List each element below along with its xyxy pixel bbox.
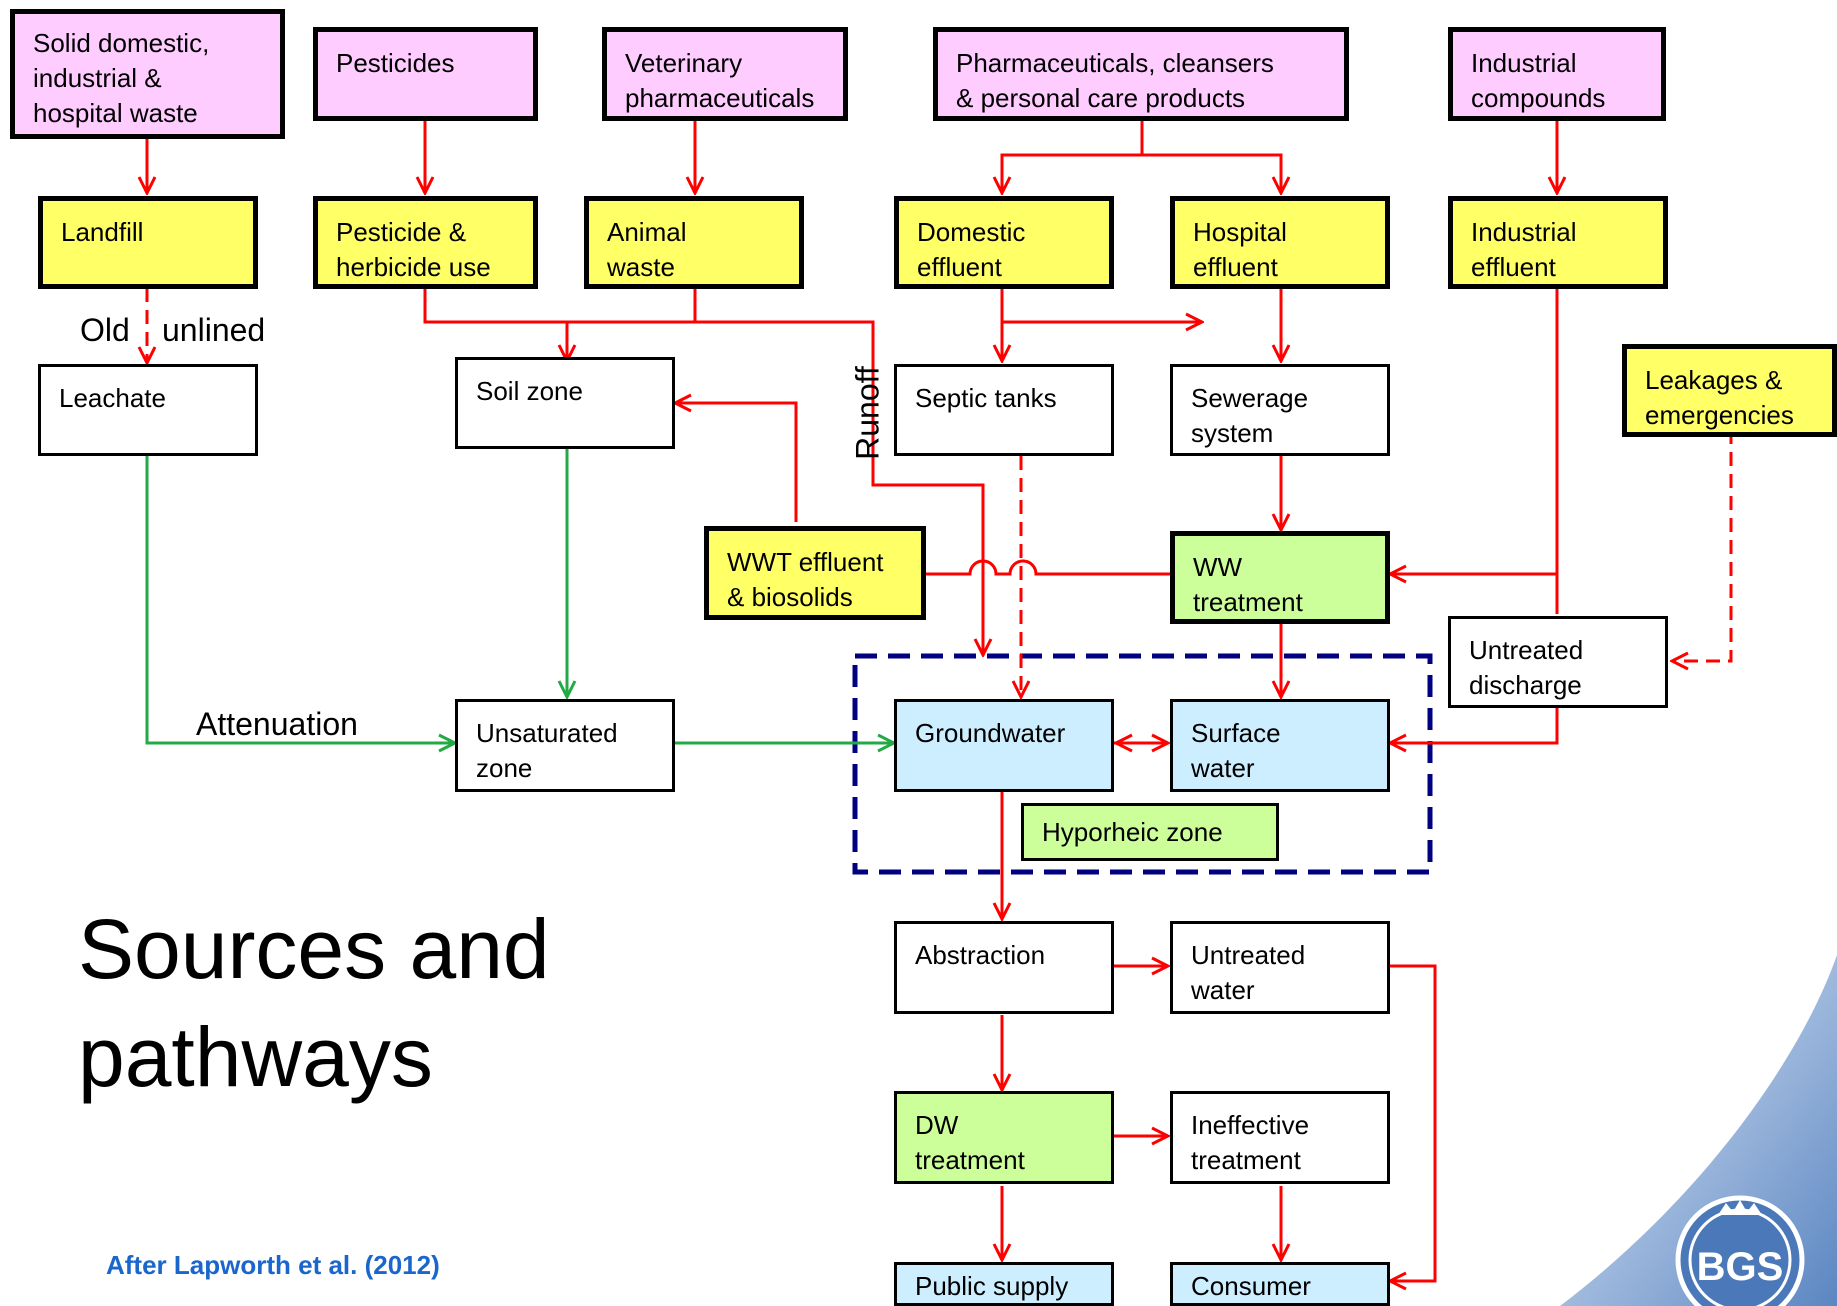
dw-treatment-box: DW treatment: [894, 1091, 1114, 1184]
untreated-water-box: Untreated water: [1170, 921, 1390, 1014]
ww-treatment-box: WW treatment: [1170, 531, 1390, 624]
runoff-label: Runoff: [849, 366, 886, 460]
sewerage-system-box: Sewerage system: [1170, 364, 1390, 456]
slide-title: Sources and pathways: [78, 902, 550, 1104]
hospital-effluent-box: Hospital effluent: [1170, 196, 1390, 289]
animal-waste-box: Animal waste: [584, 196, 804, 289]
unlined-label: unlined: [162, 312, 266, 348]
pesticide-use-box: Pesticide & herbicide use: [313, 196, 538, 289]
svg-text:BGS: BGS: [1697, 1245, 1784, 1289]
domestic-effluent-box: Domestic effluent: [894, 196, 1114, 289]
groundwater-box: Groundwater: [894, 699, 1114, 792]
red-dashed-pathways: [147, 288, 1733, 697]
abstraction-box: Abstraction: [894, 921, 1114, 1014]
green-pathways: [145, 449, 894, 743]
veterinary-pharmaceuticals-box: Veterinary pharmaceuticals: [602, 27, 848, 121]
solid-waste-box: Solid domestic, industrial & hospital wa…: [10, 9, 285, 139]
public-supply-box: Public supply: [894, 1262, 1114, 1306]
pesticides-box: Pesticides: [313, 27, 538, 121]
soil-zone-box: Soil zone: [455, 357, 675, 449]
ineffective-treatment-box: Ineffective treatment: [1170, 1091, 1390, 1184]
untreated-discharge-box: Untreated discharge: [1448, 616, 1668, 708]
bgs-logo: BGS: [1675, 1195, 1805, 1306]
industrial-compounds-box: Industrial compounds: [1448, 27, 1666, 121]
leakages-emergencies-box: Leakages & emergencies: [1622, 344, 1837, 437]
leachate-box: Leachate: [38, 364, 258, 456]
hyporheic-boundary: [852, 653, 1433, 875]
pharmaceuticals-care-products-box: Pharmaceuticals, cleansers & personal ca…: [933, 27, 1349, 121]
hyporheic-zone-box: Hyporheic zone: [1021, 803, 1279, 861]
wwt-effluent-box: WWT effluent & biosolids: [704, 526, 926, 620]
septic-tanks-box: Septic tanks: [894, 364, 1114, 456]
attenuation-label: Attenuation: [196, 706, 358, 742]
surface-water-box: Surface water: [1170, 699, 1390, 792]
consumer-box: Consumer: [1170, 1262, 1390, 1306]
citation: After Lapworth et al. (2012): [106, 1250, 440, 1280]
unsaturated-zone-box: Unsaturated zone: [455, 699, 675, 792]
red-pathways: [147, 118, 1557, 1281]
old-label: Old: [80, 312, 130, 348]
landfill-box: Landfill: [38, 196, 258, 289]
industrial-effluent-box: Industrial effluent: [1448, 196, 1668, 289]
